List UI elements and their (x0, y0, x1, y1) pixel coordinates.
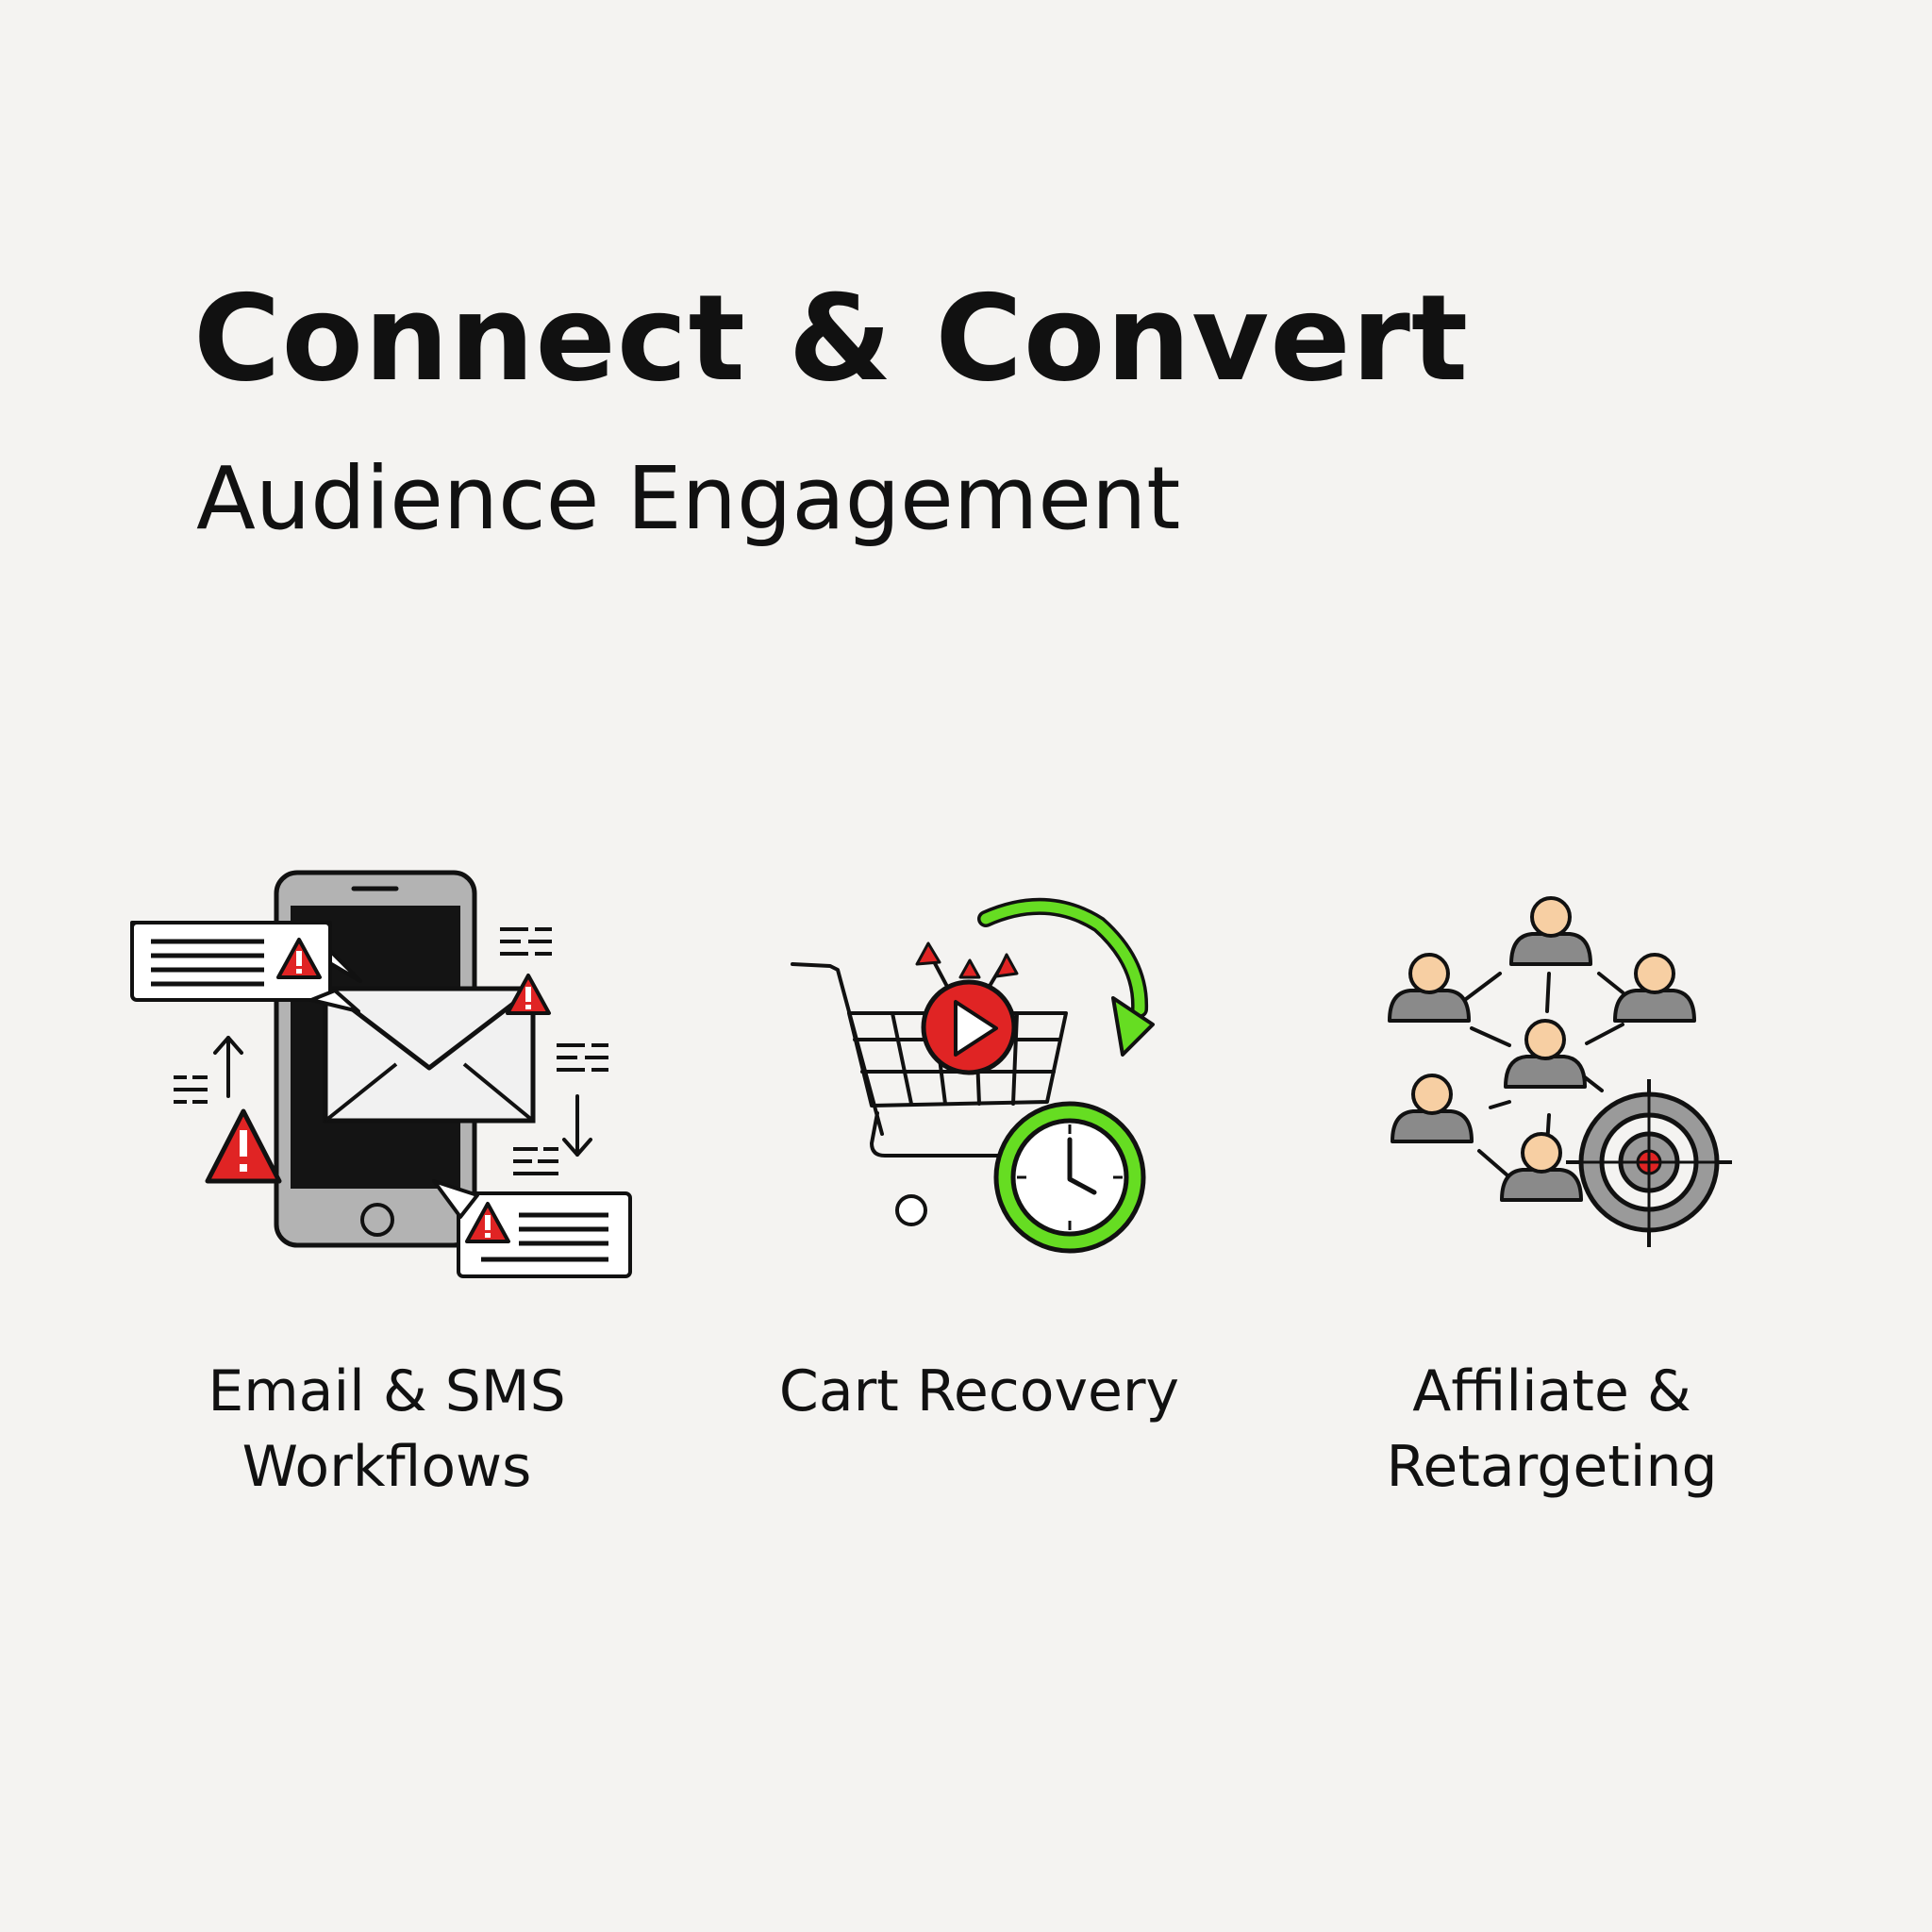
feature-label-cart-recovery: Cart Recovery (734, 1354, 1224, 1429)
page-title: Connect & Convert (193, 269, 1470, 408)
feature-label-line: Workflows (242, 1434, 532, 1500)
cart-recovery-icon (791, 897, 1155, 1254)
feature-label-line: Affiliate & (1412, 1358, 1691, 1424)
phone-email-alert-icon (130, 870, 632, 1278)
network-target-icon (1388, 896, 1732, 1247)
feature-label-affiliate-retargeting: Affiliate & Retargeting (1307, 1354, 1797, 1505)
page-subtitle: Audience Engagement (196, 448, 1181, 549)
feature-label-line: Retargeting (1386, 1434, 1718, 1500)
feature-label-line: Cart Recovery (778, 1358, 1180, 1424)
feature-label-email-sms: Email & SMS Workflows (142, 1354, 632, 1505)
feature-label-line: Email & SMS (208, 1358, 566, 1424)
